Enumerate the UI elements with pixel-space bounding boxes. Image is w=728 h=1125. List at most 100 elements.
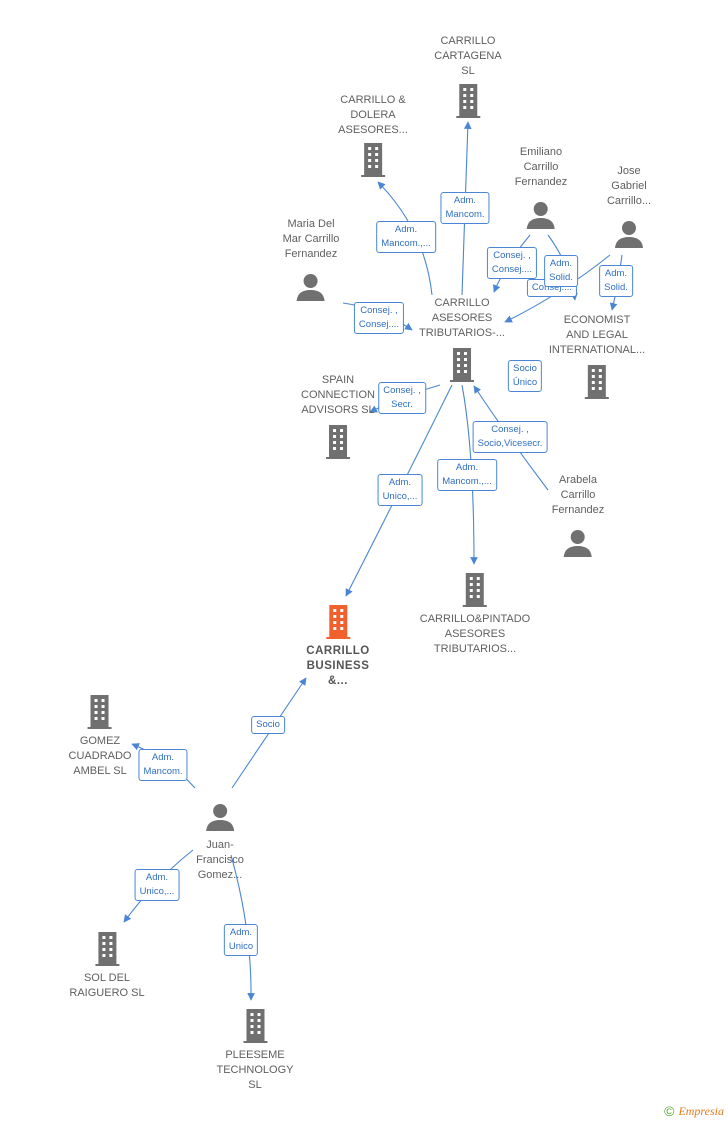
node-carrillo-cartagena[interactable]: CARRILLO CARTAGENA SL xyxy=(434,34,502,119)
copyright-icon: © xyxy=(664,1103,675,1119)
edge-label-line: Solid. xyxy=(604,282,628,293)
edge-label-line: Secr. xyxy=(391,399,413,410)
node-label-line: Emiliano xyxy=(519,146,563,158)
node-carrillo-dolera[interactable]: CARRILLO & DOLERA ASESORES... xyxy=(338,93,408,178)
edge-label-line: Unico,... xyxy=(139,886,175,897)
edge-label-line: Mancom. xyxy=(143,766,183,777)
edge-label-line: Consej. , xyxy=(493,250,531,261)
node-label-line: RAIGUERO SL xyxy=(69,987,145,999)
edge-label-line: Solid. xyxy=(549,272,573,283)
node-arabela[interactable]: Arabela Carrillo Fernandez xyxy=(552,473,604,558)
person-icon xyxy=(297,274,325,301)
node-pleeseme[interactable]: PLEESEME TECHNOLOGY SL xyxy=(216,1008,294,1093)
building-icon xyxy=(242,1009,267,1043)
node-label-line: DOLERA xyxy=(350,109,396,121)
edge-label-line: Adm. xyxy=(151,752,175,763)
edge-label-line: Mancom. xyxy=(445,209,485,220)
node-carrillo-asesores[interactable]: CARRILLO ASESORES TRIBUTARIOS-... xyxy=(419,296,505,383)
node-label-line: Arabela xyxy=(559,474,597,486)
building-icon xyxy=(450,348,474,382)
edge-label-line: Consej.... xyxy=(358,319,400,330)
node-label-line: Fernandez xyxy=(284,248,338,260)
node-juan-francisco[interactable]: Juan- Francisco Gomez... xyxy=(196,802,244,883)
node-economist[interactable]: ECONOMIST AND LEGAL INTERNATIONAL... xyxy=(549,313,645,400)
edge-label-box[interactable]: Consej. , Socio,Vicesecr. xyxy=(472,421,548,453)
node-carrillo-business[interactable]: CARRILLO BUSINESS &... xyxy=(306,604,369,689)
node-label-line: TRIBUTARIOS... xyxy=(433,643,517,655)
node-label-line: ASESORES xyxy=(431,312,493,324)
edge-label-line: Adm. xyxy=(229,927,253,938)
node-sol-raiguero[interactable]: SOL DEL RAIGUERO SL xyxy=(69,931,145,1001)
edge-label-box[interactable]: Consej. , Secr. xyxy=(378,382,426,414)
edge-label-box[interactable]: Adm. Unico,... xyxy=(134,869,180,901)
edge-label-line: Unico,... xyxy=(382,491,418,502)
node-label-line: TECHNOLOGY xyxy=(216,1064,294,1076)
node-label-line: SL xyxy=(248,1079,262,1091)
node-label-line: SPAIN xyxy=(321,374,355,386)
edge-label-box[interactable]: Socio xyxy=(251,716,285,734)
edge-label-line: Adm. xyxy=(455,462,479,473)
edge-label-box[interactable]: Adm. Mancom. xyxy=(138,749,188,781)
node-carrillo-pintado[interactable]: CARRILLO&PINTADO ASESORES TRIBUTARIOS... xyxy=(420,572,530,657)
building-icon xyxy=(585,365,609,399)
node-label-line: CARRILLO xyxy=(440,35,496,47)
edge-label-line: Adm. xyxy=(388,477,412,488)
edge-label-line: Consej.... xyxy=(491,264,533,275)
node-label-line: Mar Carrillo xyxy=(282,233,340,245)
edge-label-line: Adm. xyxy=(145,872,169,883)
node-label-line: CARRILLO xyxy=(306,645,370,657)
building-icon xyxy=(87,695,112,729)
node-label-line: ASESORES... xyxy=(338,124,408,136)
edge-label-box[interactable]: Adm. Unico,... xyxy=(377,474,423,506)
edge-label-line: Consej.... xyxy=(531,282,573,293)
edge-label-line: Socio xyxy=(513,363,537,374)
node-emiliano[interactable]: Emiliano Carrillo Fernandez xyxy=(514,145,568,230)
edge-label-box[interactable]: Adm. Unico xyxy=(223,924,259,956)
node-label-line: CARRILLO & xyxy=(340,94,406,106)
node-jose-gabriel[interactable]: Jose Gabriel Carrillo... xyxy=(607,164,651,249)
node-label-line: &... xyxy=(328,675,348,687)
node-label-line: PLEESEME xyxy=(225,1049,285,1061)
person-icon xyxy=(614,221,643,248)
node-label-line: CONNECTION xyxy=(301,389,375,401)
edge-label-box[interactable]: Adm. Solid. xyxy=(599,265,633,297)
edge-label-box[interactable]: Adm. Mancom. xyxy=(440,192,490,224)
node-label-line: BUSINESS xyxy=(306,660,370,672)
node-label-line: INTERNATIONAL... xyxy=(548,344,646,356)
node-label-line: SOL DEL xyxy=(83,972,131,984)
edge-label-box[interactable]: Consej. , Consej.... xyxy=(353,302,405,334)
node-label-line: SL xyxy=(461,65,475,77)
node-label-line: Francisco xyxy=(196,854,244,866)
edge-label-line: Unico xyxy=(228,941,254,952)
edge-label-box[interactable]: Consej. , Consej.... xyxy=(486,247,538,279)
node-label-line: AMBEL SL xyxy=(73,765,127,777)
node-gomez-cuadrado[interactable]: GOMEZ CUADRADO AMBEL SL xyxy=(68,694,132,779)
edge-label-box[interactable]: Adm. Mancom.,... xyxy=(437,459,497,491)
node-label-line: TRIBUTARIOS-... xyxy=(419,327,505,339)
node-spain-connection[interactable]: SPAIN CONNECTION ADVISORS SL xyxy=(301,373,375,460)
node-maria[interactable]: Maria Del Mar Carrillo Fernandez xyxy=(282,217,340,302)
edge-label-line: Mancom.,... xyxy=(381,238,431,249)
node-label-line: ECONOMIST xyxy=(563,314,631,326)
node-label-line: Fernandez xyxy=(514,176,568,188)
edge-label-line: Socio,Vicesecr. xyxy=(477,438,543,449)
edge-label-box[interactable]: Adm. Solid. xyxy=(544,255,578,287)
building-icon xyxy=(95,932,119,966)
building-icon xyxy=(463,573,487,607)
edge-label-line: Consej. , xyxy=(360,305,398,316)
edge-label-box[interactable]: Adm. Mancom.,... xyxy=(376,221,436,253)
edge-label-line: Único xyxy=(512,377,538,388)
node-label-line: CUADRADO xyxy=(68,750,132,762)
building-icon xyxy=(455,84,480,118)
edge-label-line: Adm. xyxy=(394,224,418,235)
node-label-line: CARRILLO xyxy=(434,297,490,309)
node-label-line: AND LEGAL xyxy=(566,329,628,341)
edge-label-line: Adm. xyxy=(604,268,628,279)
node-label-line: Carrillo xyxy=(523,161,559,173)
edge-label-box[interactable]: Socio Único xyxy=(507,360,543,392)
node-label-line: Maria Del xyxy=(287,218,335,230)
edge-label-line: Mancom.,... xyxy=(442,476,492,487)
edge-label-line: Adm. xyxy=(549,258,573,269)
footer-brand: © Empresia xyxy=(664,1103,724,1119)
edge-label-line: Consej. , xyxy=(383,385,421,396)
